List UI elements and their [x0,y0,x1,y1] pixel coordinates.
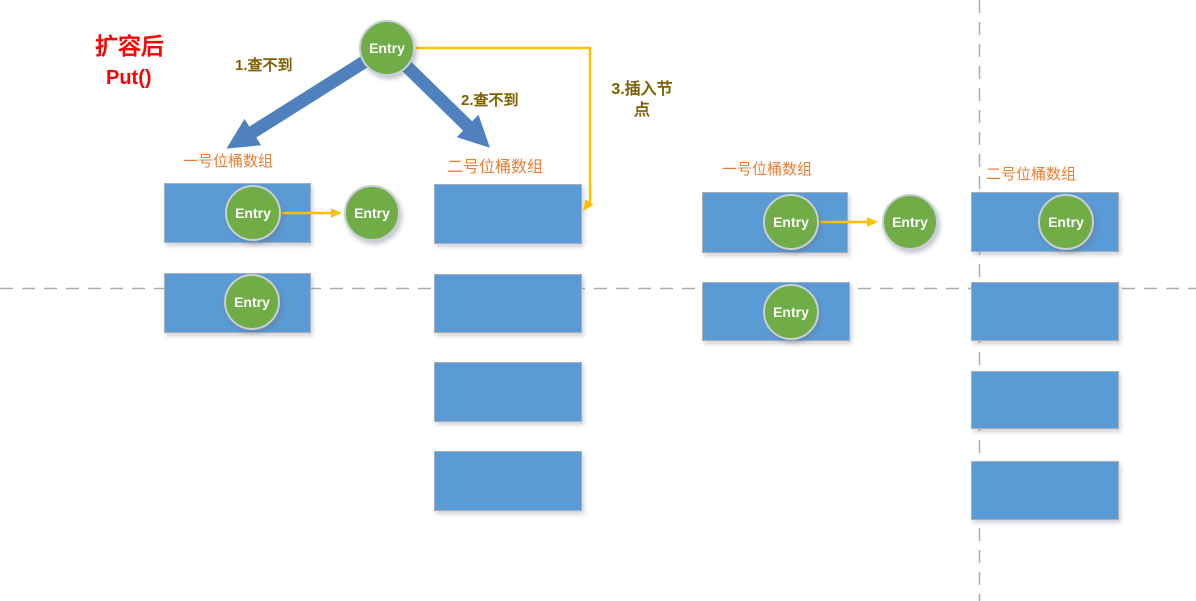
bucket-left2-slot4 [434,451,582,511]
entry-node-right2-slot1: Entry [1038,194,1094,250]
bucket-left2-slot2 [434,274,582,333]
step3-label: 3.插入节点 [611,81,673,119]
entry-node-top: Entry [359,20,415,76]
step2-label: 2.查不到 [461,92,519,109]
bucket-left2-slot1 [434,184,582,244]
bucket-right2-slot2 [971,282,1119,341]
array-label-left-first: 一号位桶数组 [183,153,274,170]
bucket-right2-slot4 [971,461,1119,520]
entry-node-right1-chained: Entry [882,194,938,250]
entry-node-right1-slot2: Entry [763,284,819,340]
diagram-title: 扩容后 [95,33,164,59]
array-label-right-second: 二号位桶数组 [986,166,1077,183]
bucket-right2-slot3 [971,371,1119,429]
arrow-step1-lookup-miss [226,46,384,149]
array-label-right-first: 一号位桶数组 [722,161,813,178]
arrow-step3-insert-node [416,46,594,212]
array-label-left-second: 二号位桶数组 [447,159,544,176]
diagram-subtitle: Put() [106,67,152,89]
entry-node-left1-slot1: Entry [225,185,281,241]
entry-node-left1-slot2: Entry [224,274,280,330]
step1-label: 1.查不到 [235,57,293,74]
arrow-step2-lookup-miss [390,50,490,148]
entry-node-right1-slot1: Entry [763,194,819,250]
bucket-left2-slot3 [434,362,582,422]
entry-node-left1-chained: Entry [344,185,400,241]
